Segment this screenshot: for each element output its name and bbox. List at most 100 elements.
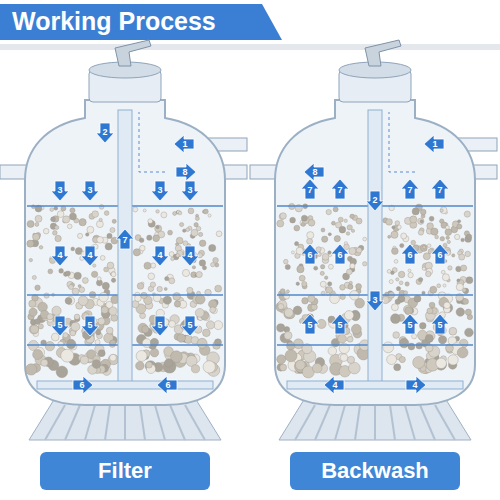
gravel bbox=[465, 328, 474, 337]
gravel bbox=[92, 360, 101, 369]
gravel bbox=[140, 245, 146, 251]
gravel bbox=[48, 269, 53, 274]
gravel bbox=[285, 264, 290, 269]
gravel bbox=[38, 324, 43, 329]
gravel bbox=[326, 287, 333, 294]
gravel bbox=[35, 222, 39, 226]
gravel bbox=[294, 339, 304, 349]
gravel bbox=[408, 343, 415, 350]
gravel bbox=[29, 300, 36, 307]
gravel bbox=[133, 207, 138, 212]
gravel bbox=[280, 213, 286, 219]
gravel bbox=[419, 323, 426, 330]
gravel bbox=[322, 253, 329, 260]
gravel bbox=[65, 297, 72, 304]
gravel bbox=[412, 334, 417, 339]
callout-number: 7 bbox=[432, 184, 448, 196]
gravel bbox=[350, 263, 355, 268]
tank-body bbox=[275, 100, 475, 405]
gravel bbox=[328, 282, 332, 286]
gravel bbox=[464, 211, 470, 217]
gravel bbox=[280, 289, 285, 294]
gravel bbox=[29, 258, 32, 261]
gravel bbox=[99, 218, 102, 221]
callout-number: 5 bbox=[402, 319, 418, 331]
gravel bbox=[199, 260, 205, 266]
gravel bbox=[466, 277, 473, 284]
flow-arrow bbox=[301, 314, 319, 334]
gravel bbox=[466, 234, 471, 239]
gravel bbox=[183, 241, 188, 246]
gravel bbox=[350, 214, 354, 218]
gravel bbox=[440, 209, 443, 212]
gravel bbox=[92, 211, 99, 218]
gravel bbox=[206, 321, 214, 329]
gravel bbox=[405, 307, 413, 315]
stand-rib bbox=[355, 405, 360, 440]
callout-number: 3 bbox=[152, 184, 168, 196]
gravel bbox=[41, 359, 48, 366]
callout-number: 6 bbox=[432, 249, 448, 261]
gravel bbox=[111, 272, 116, 277]
gravel bbox=[408, 269, 411, 272]
stand-rib bbox=[155, 405, 165, 440]
flow-arrow bbox=[151, 246, 169, 266]
gravel bbox=[79, 219, 86, 226]
gravel bbox=[33, 233, 40, 240]
gravel bbox=[463, 288, 469, 294]
gravel bbox=[447, 240, 450, 243]
gravel bbox=[426, 271, 432, 277]
gravel bbox=[144, 262, 151, 269]
gravel bbox=[111, 314, 118, 321]
callout-number: 6 bbox=[332, 249, 348, 261]
gravel bbox=[82, 277, 88, 283]
gravel bbox=[97, 277, 101, 281]
callout-number: 7 bbox=[117, 234, 133, 246]
gravel bbox=[461, 265, 467, 271]
gravel bbox=[457, 224, 462, 229]
callout-number: 4 bbox=[152, 249, 168, 261]
flow-arrow bbox=[181, 246, 199, 266]
gravel bbox=[27, 220, 34, 227]
gravel bbox=[70, 208, 75, 213]
gravel bbox=[52, 306, 61, 315]
gravel bbox=[55, 225, 59, 229]
callout-number: 3 bbox=[182, 184, 198, 196]
gravel bbox=[285, 350, 297, 362]
callout-number: 5 bbox=[52, 319, 68, 331]
gravel bbox=[312, 363, 322, 373]
gravel bbox=[291, 251, 294, 254]
gravel bbox=[448, 266, 452, 270]
gravel bbox=[441, 270, 445, 274]
flow-arrow bbox=[181, 181, 199, 201]
gravel bbox=[29, 308, 37, 316]
gravel bbox=[177, 250, 183, 256]
gravel bbox=[168, 230, 173, 235]
gravel bbox=[50, 208, 54, 212]
gravel bbox=[133, 249, 140, 256]
gravel bbox=[26, 364, 37, 375]
gravel bbox=[320, 264, 324, 268]
gravel bbox=[45, 341, 54, 350]
gravel bbox=[391, 304, 398, 311]
gravel bbox=[156, 226, 159, 229]
gravel bbox=[333, 207, 338, 212]
diagram-title: Working Process bbox=[12, 6, 216, 36]
gravel bbox=[302, 298, 308, 304]
gravel bbox=[180, 222, 184, 226]
gravel bbox=[396, 278, 399, 281]
gravel bbox=[399, 356, 405, 362]
gravel bbox=[104, 267, 109, 272]
flow-arrow bbox=[431, 314, 449, 334]
gravel bbox=[77, 233, 82, 238]
gravel bbox=[440, 207, 447, 214]
stand-rib bbox=[105, 405, 110, 440]
valve-handle bbox=[365, 40, 401, 66]
callout-number: 5 bbox=[332, 319, 348, 331]
gravel bbox=[387, 269, 391, 273]
gravel bbox=[66, 339, 75, 348]
gravel bbox=[284, 293, 290, 299]
gravel bbox=[383, 342, 394, 353]
gravel bbox=[328, 347, 337, 356]
